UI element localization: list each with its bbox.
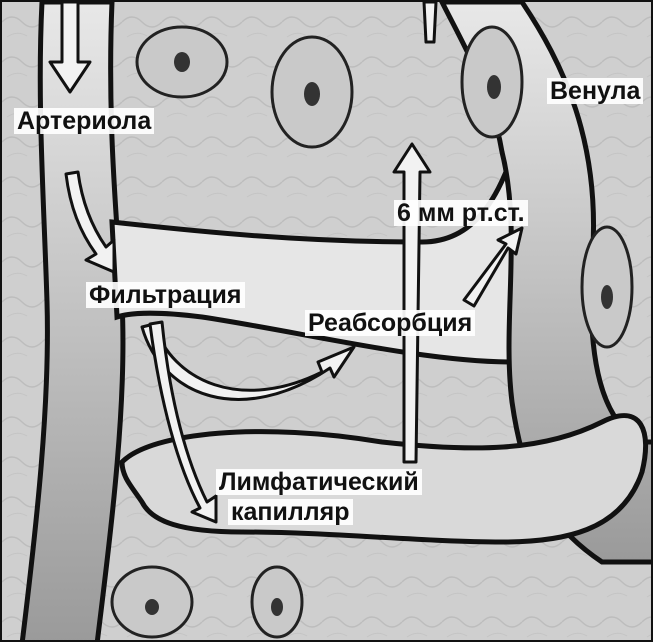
label-filtration: Фильтрация: [86, 282, 245, 308]
cell-nucleus: [271, 598, 283, 616]
outflow-arrow: [424, 2, 436, 42]
label-lymphatic-line2: капилляр: [228, 499, 353, 525]
label-lymphatic-line1: Лимфатический: [216, 469, 422, 495]
label-pressure: 6 мм рт.ст.: [394, 200, 528, 226]
cell-nucleus: [601, 285, 613, 309]
cell-nucleus: [145, 599, 159, 615]
cell-nucleus: [487, 75, 501, 99]
cell-nucleus: [174, 52, 190, 72]
label-venule: Венула: [547, 78, 643, 104]
label-arteriole: Артериола: [14, 108, 154, 134]
label-reabsorption: Реабсорбция: [305, 310, 475, 336]
cell-nucleus: [304, 82, 320, 106]
